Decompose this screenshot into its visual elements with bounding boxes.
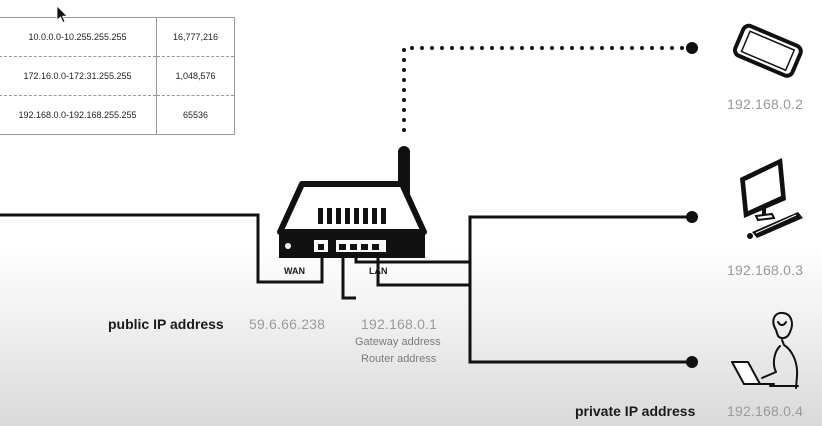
private-ip-range-table: 10.0.0.0-10.255.255.255 16,777,216 172.1… [0,17,235,135]
smartphone-icon [732,23,803,78]
mouse-cursor-icon [56,5,68,24]
public-ip-heading: public IP address [108,316,224,332]
table-row: 10.0.0.0-10.255.255.255 16,777,216 [0,17,235,57]
wan-cable [0,213,324,284]
laptop-ip-value: 192.168.0.4 [727,403,804,419]
desktop-computer-icon [740,158,803,239]
private-ip-heading: private IP address [575,403,696,419]
count-cell: 65536 [156,95,235,135]
router-icon [277,146,427,258]
desktop-ip-value: 192.168.0.3 [727,262,804,278]
gateway-address-caption: Gateway address [355,336,441,348]
range-cell: 192.168.0.0-192.168.255.255 [0,95,157,135]
lan-port-label: LAN [369,266,388,276]
range-cell: 10.0.0.0-10.255.255.255 [0,17,157,57]
wan-port-label: WAN [284,266,305,276]
lan-cable-gateway [341,244,356,300]
lan-cable-desktop [376,211,698,287]
public-ip-value: 59.6.66.238 [249,316,326,332]
wireless-link [402,42,698,132]
table-row: 192.168.0.0-192.168.255.255 65536 [0,95,235,135]
phone-ip-value: 192.168.0.2 [727,96,804,112]
count-cell: 1,048,576 [156,56,235,96]
count-cell: 16,777,216 [156,17,235,57]
laptop-user-icon [731,311,799,389]
lan-cable-laptop [354,244,698,368]
router-address-caption: Router address [361,353,437,365]
gateway-ip-value: 192.168.0.1 [361,316,438,332]
